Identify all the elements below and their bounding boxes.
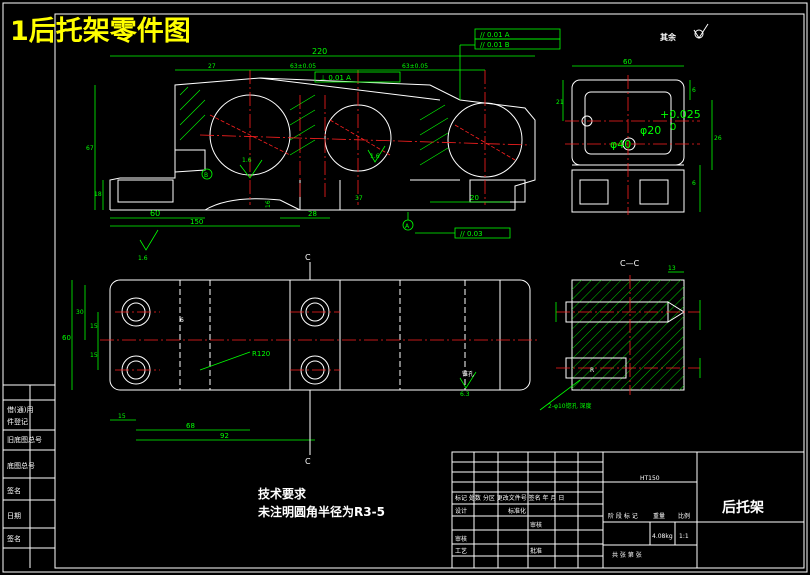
svg-text:67: 67 <box>86 145 94 152</box>
roughness-note: 其余 <box>660 32 677 42</box>
svg-text:// 0.03: // 0.03 <box>460 230 483 238</box>
svg-text:15: 15 <box>90 323 98 330</box>
svg-text:日期: 日期 <box>7 512 21 520</box>
svg-text:27: 27 <box>208 63 216 70</box>
tech-req-heading: 技术要求 <box>258 486 307 501</box>
svg-text:37: 37 <box>355 195 363 202</box>
svg-text:16: 16 <box>265 200 272 208</box>
svg-text:68: 68 <box>186 422 195 430</box>
svg-text:6: 6 <box>692 87 696 94</box>
drawing-frame <box>54 13 805 569</box>
svg-text:60: 60 <box>150 209 160 218</box>
side-view: 60 21 6 6 26 +0.025 0 φ40 φ20 <box>556 58 722 215</box>
section-mark-top: C <box>305 253 311 262</box>
tb-material: HT150 <box>640 475 660 482</box>
svg-text:220: 220 <box>312 47 327 56</box>
svg-text:比例: 比例 <box>678 512 690 520</box>
section-c-c: C—C R 2-φ10锪孔 深度 <box>539 259 701 411</box>
tolerance-frame-2 <box>474 38 561 50</box>
svg-text:26: 26 <box>714 135 722 142</box>
svg-text:φ40: φ40 <box>610 138 631 151</box>
svg-text:20: 20 <box>470 194 479 202</box>
svg-text:15: 15 <box>118 413 126 420</box>
svg-text:0: 0 <box>670 122 676 133</box>
svg-text:R: R <box>590 367 594 374</box>
svg-text:28: 28 <box>308 210 317 218</box>
svg-text:30: 30 <box>76 309 84 316</box>
svg-text:件登记: 件登记 <box>7 417 28 426</box>
svg-text:+0.025: +0.025 <box>660 108 701 121</box>
svg-text:63±0.05: 63±0.05 <box>290 63 316 70</box>
svg-text:批准: 批准 <box>530 547 542 555</box>
svg-text:标准化: 标准化 <box>508 507 526 515</box>
svg-text:⊥ 0.01 A: ⊥ 0.01 A <box>320 74 351 82</box>
svg-text:15: 15 <box>90 352 98 359</box>
svg-text:1.6: 1.6 <box>138 255 148 262</box>
svg-text:2-φ10锪孔 深度: 2-φ10锪孔 深度 <box>548 402 591 410</box>
tb-part-name: 后托架 <box>722 499 764 516</box>
title-block: 标记 处数 分区 更改文件号 签名 年 月 日 设计 标准化 审核 审核 批准 … <box>451 451 805 569</box>
svg-text:1.6: 1.6 <box>242 157 252 164</box>
svg-text:92: 92 <box>220 432 229 440</box>
tolerance-frame-3 <box>314 71 401 83</box>
svg-text:底图总号: 底图总号 <box>7 461 35 470</box>
svg-text:签名: 签名 <box>7 486 21 495</box>
svg-text:审核: 审核 <box>455 535 467 543</box>
tb-scale: 1:1 <box>679 533 689 540</box>
tech-req-line1: 未注明圆角半径为R3-5 <box>257 504 385 519</box>
svg-text:6.3: 6.3 <box>460 391 470 398</box>
svg-text:13: 13 <box>668 265 676 272</box>
svg-text:// 0.01 B: // 0.01 B <box>480 41 510 49</box>
svg-text:21: 21 <box>556 99 564 106</box>
svg-text:审核: 审核 <box>530 521 542 529</box>
svg-text:// 0.01 A: // 0.01 A <box>480 31 510 39</box>
tb-change-header: 标记 处数 分区 更改文件号 签名 年 月 日 <box>455 494 564 502</box>
svg-text:签名: 签名 <box>7 534 21 543</box>
svg-text:B: B <box>204 172 208 179</box>
svg-text:1.6: 1.6 <box>370 153 380 160</box>
svg-text:旧底图总号: 旧底图总号 <box>7 435 42 444</box>
svg-text:63±0.05: 63±0.05 <box>402 63 428 70</box>
top-view: 60 30 15 15 15 68 92 R120 13 6.3 锥孔 6 <box>62 265 676 441</box>
svg-text:6: 6 <box>180 317 184 324</box>
svg-text:设计: 设计 <box>455 507 467 515</box>
front-view: 220 27 63±0.05 63±0.05 67 18 60 150 28 2… <box>86 28 561 262</box>
section-mark-bottom: C <box>305 457 311 466</box>
drawing-title: 1后托架零件图 <box>10 16 191 47</box>
svg-text:φ20: φ20 <box>640 124 661 137</box>
svg-text:工艺: 工艺 <box>455 547 467 555</box>
svg-text:150: 150 <box>190 218 203 226</box>
svg-text:借(通)用: 借(通)用 <box>7 405 33 414</box>
tb-weight: 4.08kg <box>652 533 673 540</box>
svg-text:60: 60 <box>623 58 632 66</box>
svg-text:重量: 重量 <box>653 512 665 520</box>
svg-text:60: 60 <box>62 334 71 342</box>
svg-text:A: A <box>405 223 410 230</box>
section-label: C—C <box>620 259 640 268</box>
svg-text:18: 18 <box>94 191 102 198</box>
svg-text:R120: R120 <box>252 350 270 358</box>
svg-text:锥孔: 锥孔 <box>462 370 474 378</box>
svg-text:共 张 第 张: 共 张 第 张 <box>612 551 642 559</box>
svg-text:阶 段 标 记: 阶 段 标 记 <box>608 512 638 520</box>
side-labels: 借(通)用 件登记 旧底图总号 底图总号 签名 日期 签名 <box>3 384 55 568</box>
svg-text:6: 6 <box>692 180 696 187</box>
